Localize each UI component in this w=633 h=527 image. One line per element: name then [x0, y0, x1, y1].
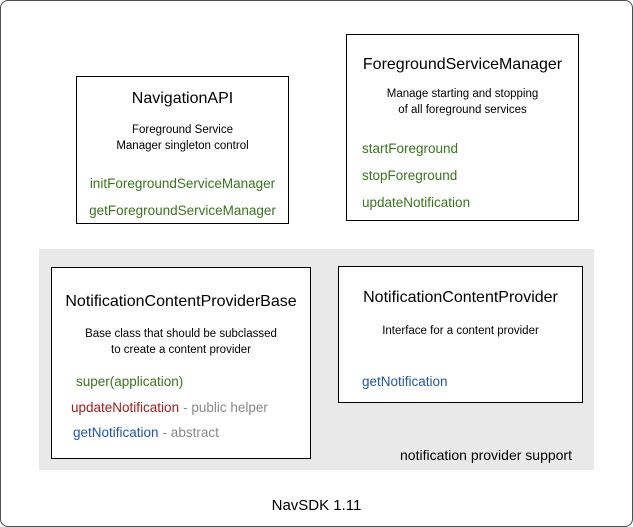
class-description: Manage starting and stopping of all fore… [347, 86, 578, 118]
description-line: Base class that should be subclassed [85, 328, 277, 340]
class-box-notification-content-provider: NotificationContentProvider Interface fo… [338, 266, 583, 403]
class-description: Interface for a content provider [339, 323, 582, 339]
description-line: Manage starting and stopping [386, 88, 539, 100]
method-note: - public helper [183, 400, 268, 415]
method-get-notification: getNotification- abstract [73, 425, 219, 441]
class-title-notification-content-provider-base: NotificationContentProviderBase [65, 293, 297, 310]
method-stop-foreground: stopForeground [362, 168, 458, 183]
method-init-foreground-service-manager: initForegroundServiceManager [89, 176, 276, 191]
class-box-foreground-service-manager: ForegroundServiceManager Manage starting… [346, 34, 579, 221]
class-description: Foreground Service Manager singleton con… [77, 122, 288, 154]
description-line: Manager singleton control [116, 140, 249, 152]
class-title-navigation-api: NavigationAPI [131, 90, 234, 107]
method-super-application: super(application) [76, 374, 183, 390]
description-line: of all foreground services [398, 104, 527, 116]
method-get-foreground-service-manager: getForegroundServiceManager [89, 203, 276, 218]
method-name: super(application) [76, 374, 184, 389]
method-note: - abstract [162, 425, 219, 440]
method-get-notification: getNotification [362, 374, 448, 389]
class-title-foreground-service-manager: ForegroundServiceManager [362, 56, 563, 73]
class-box-navigation-api: NavigationAPI Foreground Service Manager… [76, 76, 289, 224]
class-box-notification-content-provider-base: NotificationContentProviderBase Base cla… [51, 267, 311, 459]
sdk-version-label: NavSDK 1.11 [271, 497, 362, 514]
method-start-foreground: startForeground [362, 141, 459, 156]
description-line: to create a content provider [111, 344, 251, 356]
panel-caption: notification provider support [400, 447, 572, 463]
description-line: Interface for a content provider [382, 325, 539, 337]
method-name: getNotification [73, 425, 159, 440]
method-name: updateNotification [71, 400, 180, 415]
class-description: Base class that should be subclassed to … [52, 326, 310, 358]
method-update-notification: updateNotification- public helper [71, 400, 268, 416]
method-update-notification: updateNotification [362, 195, 471, 210]
class-title-notification-content-provider: NotificationContentProvider [363, 289, 558, 306]
description-line: Foreground Service [132, 124, 233, 136]
